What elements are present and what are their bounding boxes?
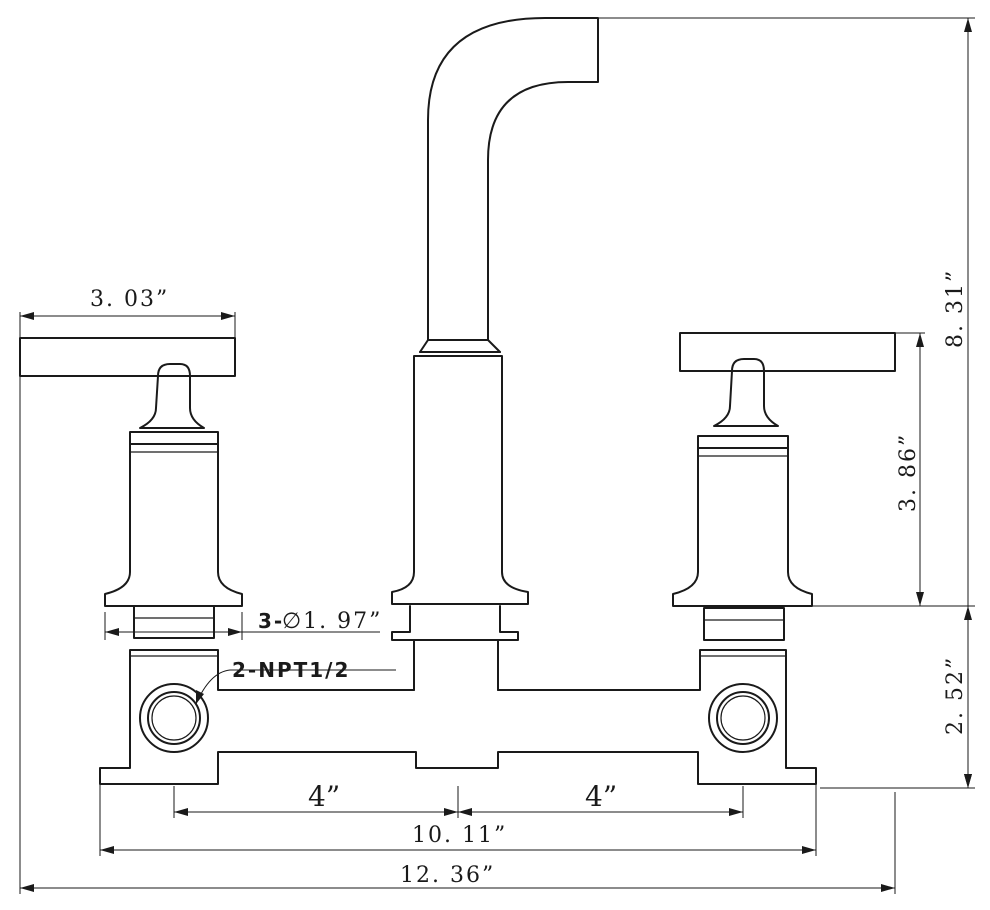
total-height-label: 8. 31”: [943, 269, 968, 348]
body-width-label: 10. 11”: [412, 823, 507, 848]
left-inlet: [139, 683, 209, 753]
hole-diameter-label: ∅1. 97”: [282, 609, 382, 634]
right-inlet: [708, 683, 778, 753]
dim-body-width: 10. 11”: [99, 784, 817, 856]
dim-spacing: 4” 4”: [173, 780, 744, 818]
handle-width-label: 3. 03”: [90, 287, 169, 312]
base-height-label: 2. 52”: [943, 656, 968, 735]
right-handle: [672, 332, 896, 641]
npt-callout: 2-NPT1/2: [195, 658, 396, 705]
npt-label: 2-NPT1/2: [232, 658, 350, 682]
dim-overall-width: 12. 36”: [19, 376, 896, 894]
valve-body: [99, 639, 817, 785]
handle-height-label: 3. 86”: [896, 433, 921, 512]
spout: [391, 17, 599, 691]
dim-total-height: 8. 31”: [598, 17, 975, 788]
hole-count-label: 3-: [258, 609, 284, 633]
dim-handle-width: 3. 03”: [19, 287, 236, 338]
right-spacing-label: 4”: [585, 780, 617, 813]
dim-hole-diameter: 3- ∅1. 97”: [104, 609, 382, 640]
dim-base-height: 2. 52”: [812, 605, 975, 789]
dim-handle-height: 3. 86”: [895, 332, 925, 606]
left-handle: [19, 337, 243, 639]
left-spacing-label: 4”: [308, 780, 340, 813]
overall-width-label: 12. 36”: [400, 863, 495, 888]
